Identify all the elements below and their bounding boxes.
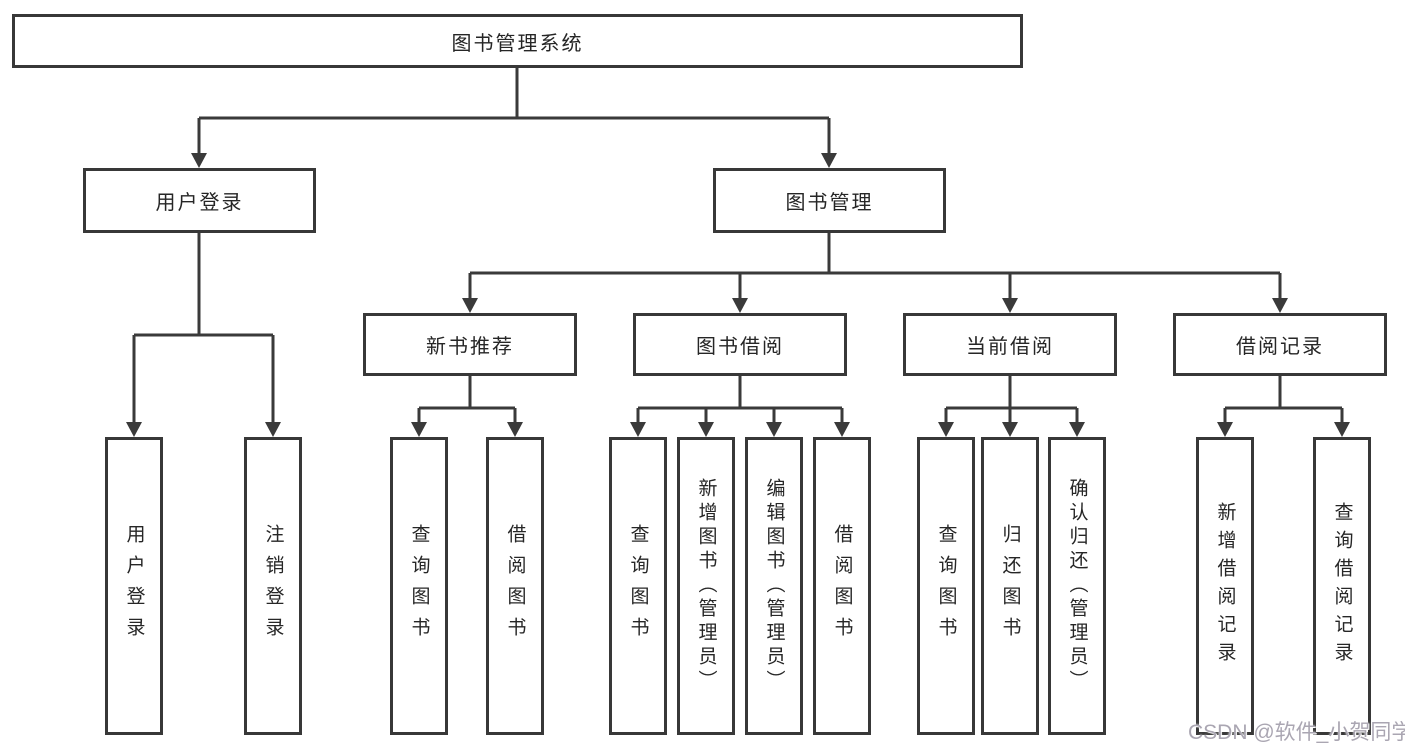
leaf-query-borrow-record: 查询借阅记录 bbox=[1313, 437, 1371, 735]
node-book-management: 图书管理 bbox=[713, 168, 946, 233]
leaf-label: 借阅图书 bbox=[831, 524, 853, 648]
leaf-label: 用户登录 bbox=[123, 524, 145, 648]
leaf-label: 查询图书 bbox=[408, 524, 430, 648]
leaf-query-books-3: 查询图书 bbox=[917, 437, 975, 735]
leaf-label: 新增借阅记录 bbox=[1214, 502, 1236, 670]
node-book-borrow: 图书借阅 bbox=[633, 313, 847, 376]
leaf-label: 借阅图书 bbox=[504, 524, 526, 648]
node-borrow-records: 借阅记录 bbox=[1173, 313, 1387, 376]
leaf-add-borrow-record: 新增借阅记录 bbox=[1196, 437, 1254, 735]
leaf-label: 归还图书 bbox=[999, 524, 1021, 648]
node-current-borrow: 当前借阅 bbox=[903, 313, 1117, 376]
leaf-query-books-1: 查询图书 bbox=[390, 437, 448, 735]
leaf-add-book-admin: 新增图书（管理员） bbox=[677, 437, 735, 735]
leaf-label: 查询图书 bbox=[935, 524, 957, 648]
node-root: 图书管理系统 bbox=[12, 14, 1023, 68]
leaf-edit-book-admin: 编辑图书（管理员） bbox=[745, 437, 803, 735]
leaf-confirm-return-admin: 确认归还（管理员） bbox=[1048, 437, 1106, 735]
leaf-label: 注销登录 bbox=[262, 524, 284, 648]
leaf-label: 编辑图书（管理员） bbox=[763, 478, 785, 694]
watermark: CSDN @软件_小贺同学 bbox=[1188, 721, 1405, 744]
leaf-label: 查询借阅记录 bbox=[1331, 502, 1353, 670]
leaf-user-login: 用户登录 bbox=[105, 437, 163, 735]
node-new-book-recommend: 新书推荐 bbox=[363, 313, 577, 376]
node-user-login: 用户登录 bbox=[83, 168, 316, 233]
leaf-label: 新增图书（管理员） bbox=[695, 478, 717, 694]
leaf-return-book: 归还图书 bbox=[981, 437, 1039, 735]
leaf-borrow-books-2: 借阅图书 bbox=[813, 437, 871, 735]
leaf-query-books-2: 查询图书 bbox=[609, 437, 667, 735]
leaf-borrow-books-1: 借阅图书 bbox=[486, 437, 544, 735]
leaf-label: 确认归还（管理员） bbox=[1066, 478, 1088, 694]
leaf-logout: 注销登录 bbox=[244, 437, 302, 735]
leaf-label: 查询图书 bbox=[627, 524, 649, 648]
